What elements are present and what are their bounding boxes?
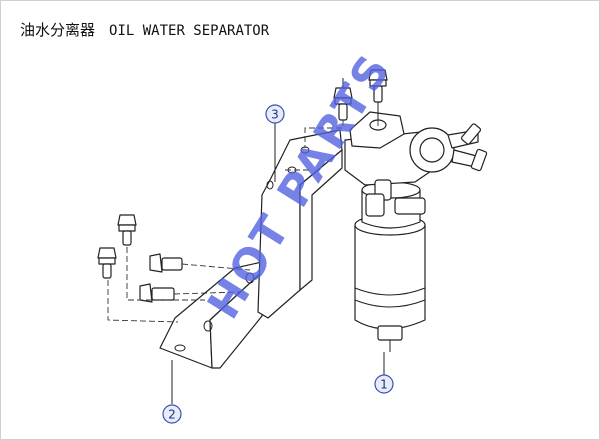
title-chinese: 油水分离器 <box>20 21 96 39</box>
bolt-horizontal-upper <box>149 253 183 273</box>
bolt-left-upper <box>117 214 137 246</box>
oil-water-separator-1 <box>344 111 488 352</box>
page-title: 油水分离器 OIL WATER SEPARATOR <box>20 19 269 40</box>
bolt-horizontal-lower <box>139 283 175 303</box>
svg-text:1: 1 <box>380 378 388 392</box>
svg-text:2: 2 <box>168 408 176 422</box>
callout-2: 2 <box>162 404 182 424</box>
assembly-lines <box>107 120 379 323</box>
bolt-top-right <box>368 69 388 120</box>
bracket-3 <box>257 129 343 319</box>
svg-text:3: 3 <box>271 108 279 122</box>
title-english: OIL WATER SEPARATOR <box>109 23 270 39</box>
callout-3: 3 <box>265 104 285 124</box>
callout-1: 1 <box>374 374 394 394</box>
bracket-2 <box>159 261 263 369</box>
bolt-top-center <box>333 78 353 121</box>
bolt-left-lower <box>97 247 117 279</box>
